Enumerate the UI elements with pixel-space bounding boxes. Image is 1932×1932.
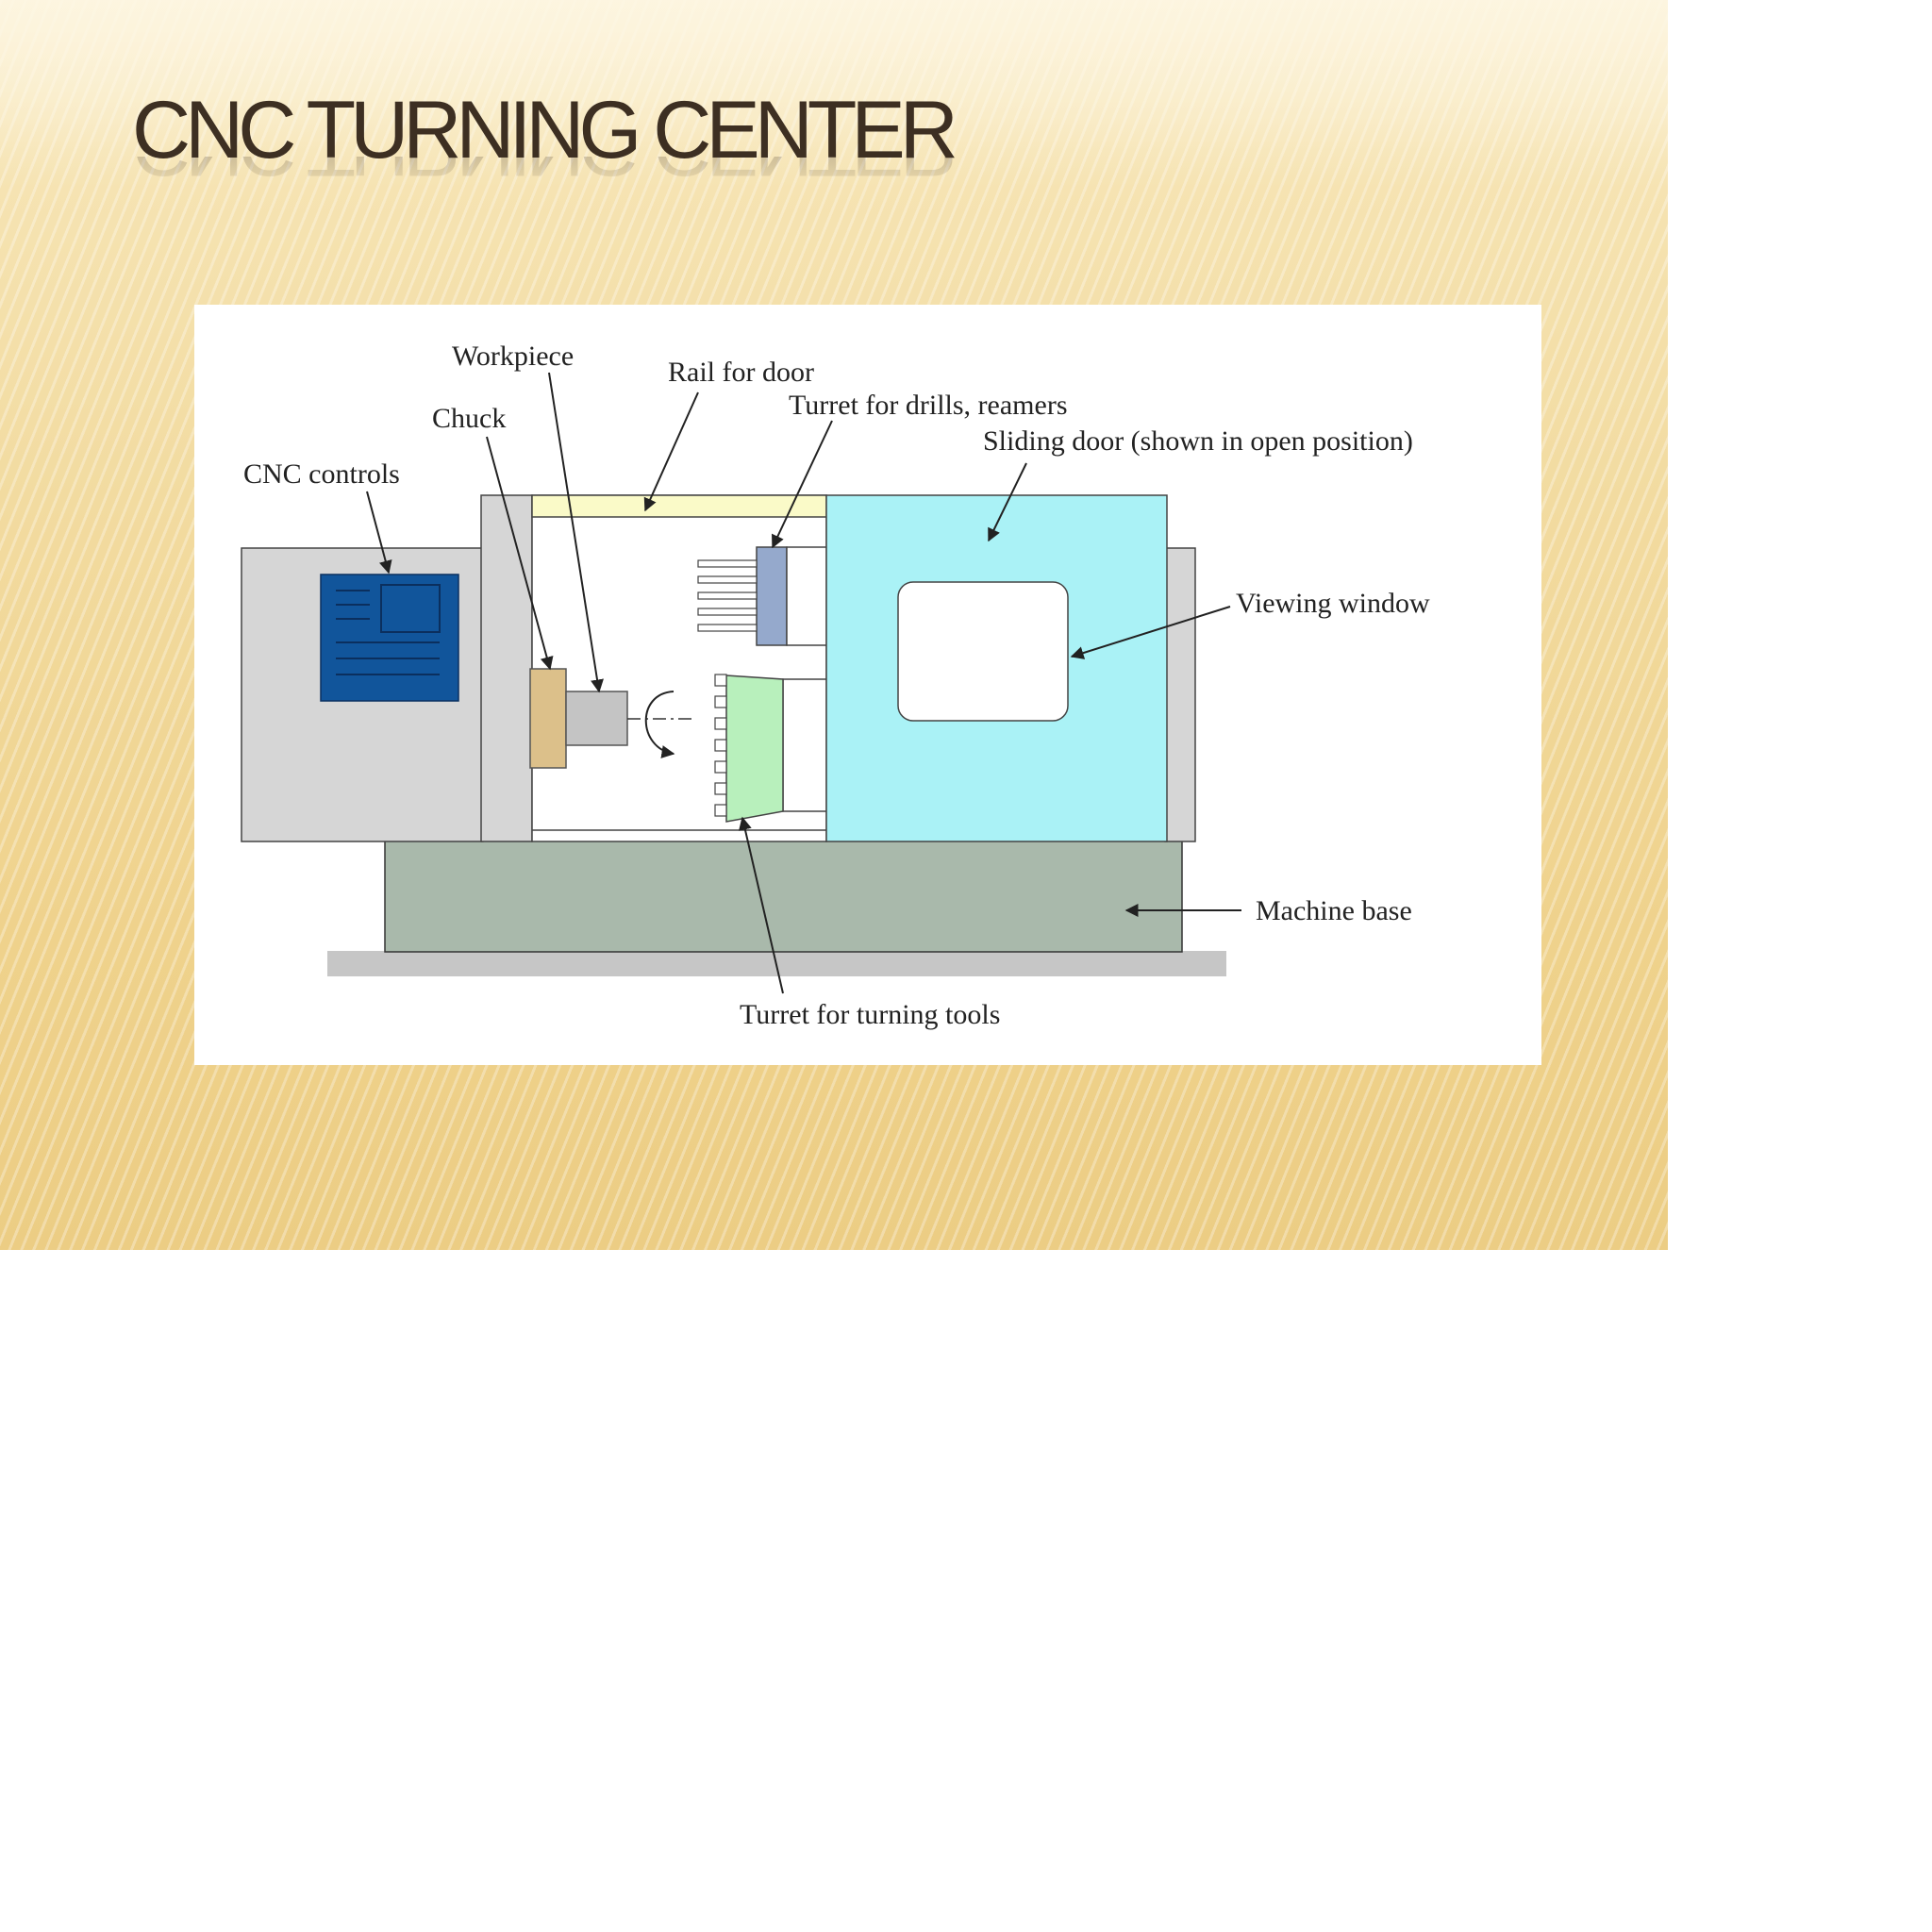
leader-turning-turret bbox=[739, 816, 784, 994]
leader-viewing-window bbox=[1070, 606, 1231, 659]
workpiece bbox=[565, 691, 628, 746]
drill-turret bbox=[697, 546, 827, 646]
label-turret-turning: Turret for turning tools bbox=[740, 999, 1000, 1030]
leader-rail bbox=[643, 391, 699, 512]
cnc-control-panel bbox=[320, 574, 459, 702]
cnc-diagram: Workpiece Rail for door Chuck Turret for… bbox=[241, 341, 1430, 1030]
label-workpiece: Workpiece bbox=[452, 341, 574, 372]
leader-chuck bbox=[486, 436, 554, 671]
leader-drill-turret bbox=[772, 420, 833, 549]
chuck bbox=[529, 668, 567, 769]
label-turret-drills: Turret for drills, reamers bbox=[789, 390, 1068, 421]
slide-title: CNC TURNING CENTER bbox=[132, 85, 958, 175]
viewing-window bbox=[897, 581, 1069, 722]
machine-base bbox=[384, 840, 1183, 953]
cnc-diagram-panel: Workpiece Rail for door Chuck Turret for… bbox=[194, 305, 1541, 1065]
leader-workpiece bbox=[548, 372, 604, 693]
title-block: CNC TURNING CENTER CNC TURNING CENTER bbox=[132, 83, 958, 194]
label-machine-base: Machine base bbox=[1256, 895, 1412, 926]
right-end-panel bbox=[1164, 547, 1196, 842]
rotation-arrow bbox=[644, 691, 675, 758]
leader-cnc-controls bbox=[366, 491, 392, 575]
label-chuck: Chuck bbox=[432, 403, 506, 434]
headstock bbox=[480, 494, 533, 842]
door-rail bbox=[531, 494, 827, 518]
label-rail-for-door: Rail for door bbox=[668, 357, 814, 388]
leader-sliding-door bbox=[988, 462, 1027, 542]
label-sliding-door: Sliding door (shown in open position) bbox=[983, 425, 1413, 457]
turning-turret bbox=[714, 674, 827, 823]
label-cnc-controls: CNC controls bbox=[243, 458, 400, 490]
label-viewing-window: Viewing window bbox=[1236, 588, 1430, 619]
slide-background: CNC TURNING CENTER CNC TURNING CENTER bbox=[0, 0, 1668, 1250]
slide-title-reflection: CNC TURNING CENTER bbox=[132, 157, 953, 194]
